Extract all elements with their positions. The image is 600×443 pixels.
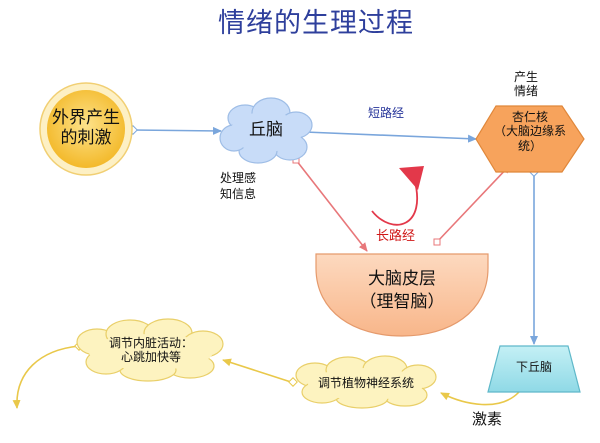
arrow-autonomic-to-organs bbox=[222, 358, 295, 384]
process-info-line: 知信息 bbox=[220, 187, 257, 202]
produce-emotion-label: 产生 情绪 bbox=[506, 70, 546, 99]
hypothalamus-trapezoid bbox=[487, 345, 581, 393]
stimulus-label-line: 的刺激 bbox=[60, 128, 112, 149]
short-path-label: 短路经 bbox=[368, 106, 405, 120]
cortex-bowl bbox=[315, 253, 489, 337]
amygdala-label-line: 杏仁核 bbox=[511, 110, 548, 124]
cortex-label-line: （理智脑） bbox=[359, 291, 445, 312]
arrow-short-path bbox=[304, 131, 477, 143]
cortex-label-line: 大脑皮层 bbox=[368, 269, 436, 289]
arrow-stimulus-to-thalamus bbox=[132, 126, 222, 135]
thalamus-cloud bbox=[219, 97, 313, 164]
connector-dot bbox=[288, 377, 298, 387]
amygdala-label-line: 统） bbox=[517, 138, 542, 153]
amygdala-hexagon bbox=[475, 105, 585, 173]
stimulus-label: 外界产生 的刺激 bbox=[40, 108, 132, 149]
hypothalamus-label: 下丘脑 bbox=[515, 360, 552, 374]
organs-cloud bbox=[76, 318, 224, 382]
stimulus-label-line: 外界产生 bbox=[52, 108, 120, 128]
cortex-label: 大脑皮层 （理智脑） bbox=[346, 268, 458, 314]
organs-label-line: 调节内脏活动： bbox=[108, 336, 193, 350]
curved-red-arrow bbox=[371, 177, 418, 226]
diagram-title: 情绪的生理过程 bbox=[218, 8, 414, 39]
organs-label-line: 心跳加快等 bbox=[120, 350, 181, 365]
connector-dot bbox=[433, 238, 441, 246]
arrow-hormone bbox=[440, 391, 520, 406]
amygdala-label: 杏仁核 （大脑边缘系 统） bbox=[476, 110, 584, 153]
thalamus-label: 丘脑 bbox=[249, 120, 283, 140]
process-info-label: 处理感 知信息 bbox=[220, 170, 256, 202]
autonomic-label: 调节植物神经系统 bbox=[317, 376, 414, 390]
curved-red-arrowhead bbox=[399, 166, 424, 190]
process-info-line: 处理感 bbox=[220, 171, 257, 185]
long-path-label: 长路经 bbox=[376, 229, 416, 244]
produce-emotion-line: 情绪 bbox=[513, 84, 538, 99]
stimulus-node bbox=[39, 82, 133, 176]
amygdala-label-line: （大脑边缘系 bbox=[493, 124, 566, 139]
organs-label: 调节内脏活动： 心跳加快等 bbox=[92, 336, 210, 365]
arrow-long-path-up bbox=[436, 164, 511, 243]
arrow-organs-down bbox=[12, 345, 80, 409]
arrow-long-path-down bbox=[295, 159, 368, 252]
produce-emotion-line: 产生 bbox=[513, 70, 538, 84]
hormone-label: 激素 bbox=[472, 410, 503, 428]
autonomic-cloud bbox=[295, 355, 437, 409]
